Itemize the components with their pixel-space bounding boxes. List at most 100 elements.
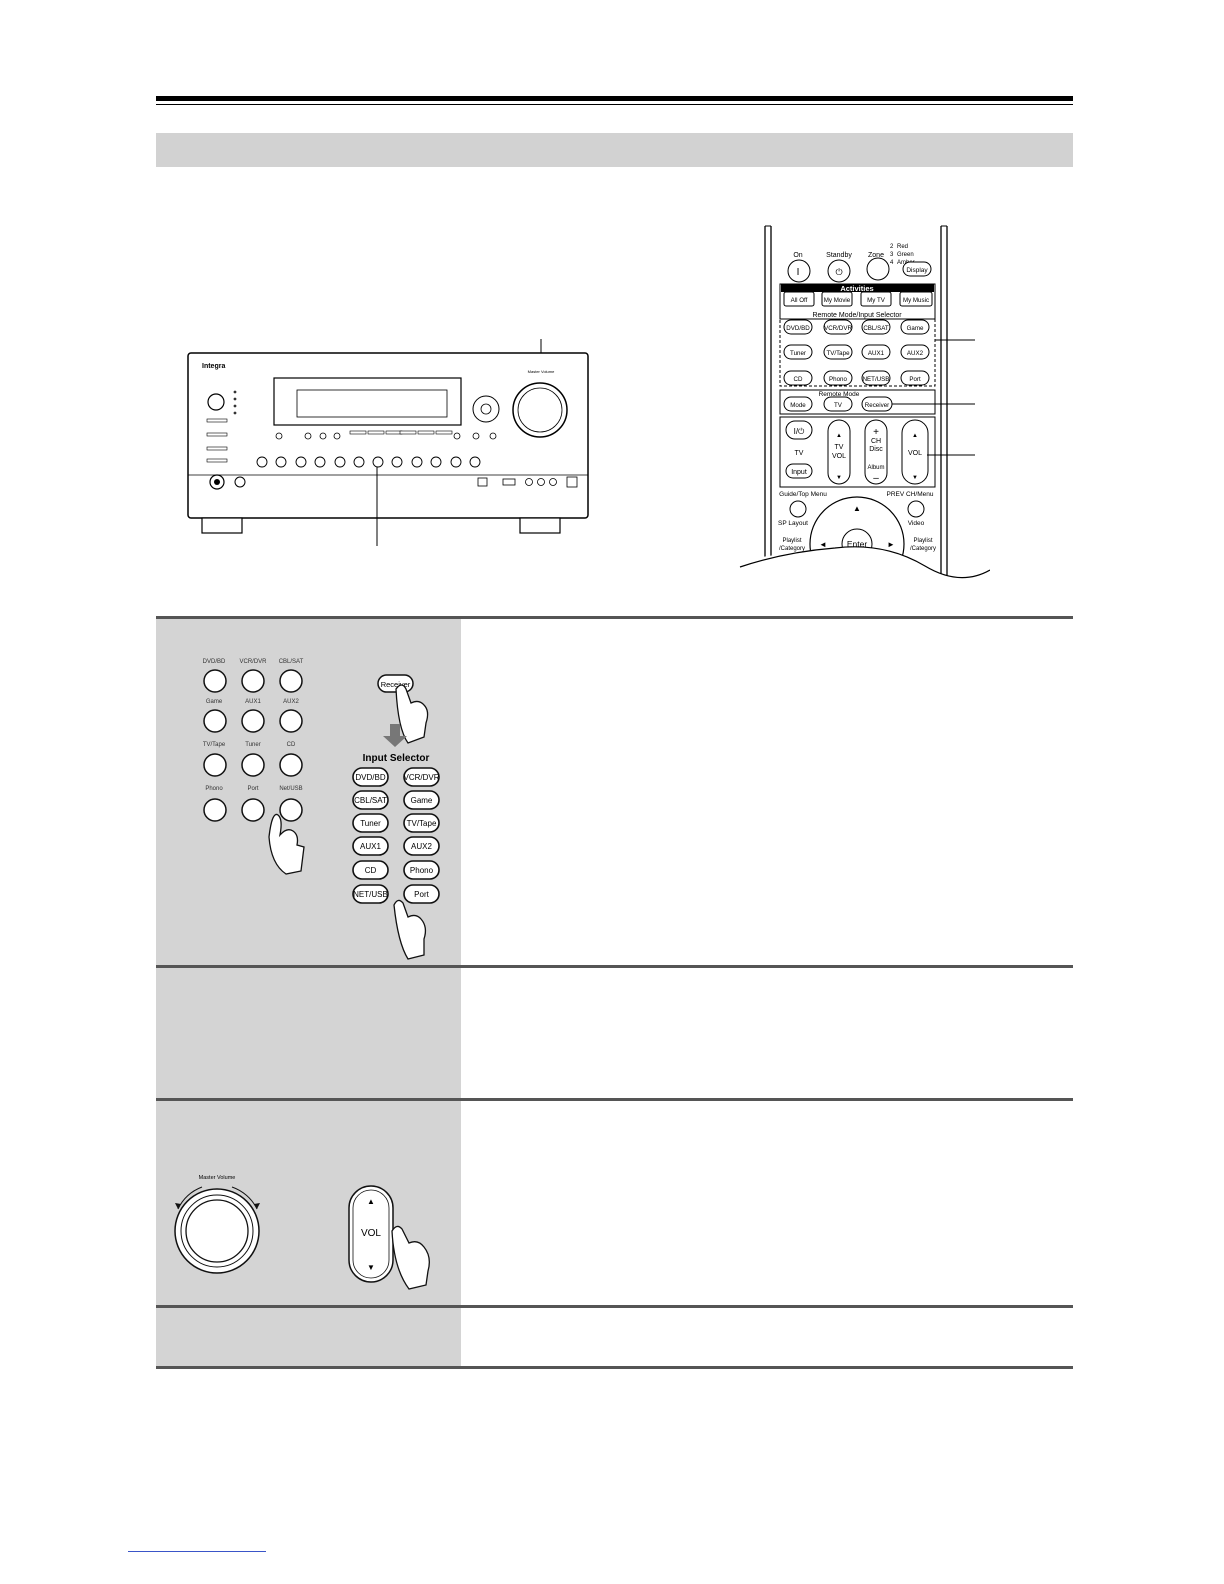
- svg-text:▼: ▼: [367, 1263, 375, 1272]
- svg-text:My TV: My TV: [867, 297, 886, 304]
- step-divider-1: [156, 616, 1073, 619]
- step-divider-5: [156, 1366, 1073, 1369]
- svg-text:I: I: [797, 267, 800, 278]
- step-divider-3: [156, 1098, 1073, 1101]
- svg-text:VOL: VOL: [832, 453, 846, 460]
- svg-text:Phono: Phono: [205, 786, 223, 792]
- svg-text:Game: Game: [411, 796, 433, 805]
- svg-text:TV/Tape: TV/Tape: [203, 742, 226, 748]
- remote-mode-header: Remote Mode: [819, 391, 860, 398]
- svg-text:Port: Port: [909, 376, 921, 383]
- svg-text:CBL/SAT: CBL/SAT: [279, 659, 304, 665]
- step2-panel: [156, 968, 461, 1098]
- svg-text:AUX1: AUX1: [868, 350, 885, 357]
- svg-text:3: 3: [890, 252, 894, 258]
- svg-text:Tuner: Tuner: [790, 350, 806, 357]
- receiver-front-panel-illustration: Integra Master Volume: [187, 339, 589, 546]
- svg-text:AUX2: AUX2: [411, 842, 432, 851]
- svg-text:Green: Green: [897, 252, 914, 258]
- svg-text:DVD/BD: DVD/BD: [786, 325, 810, 332]
- svg-text:Phono: Phono: [829, 376, 847, 383]
- svg-text:I/⏻: I/⏻: [794, 427, 805, 436]
- svg-text:CBL/SAT: CBL/SAT: [354, 796, 387, 805]
- svg-text:AUX1: AUX1: [245, 699, 261, 705]
- svg-text:TV: TV: [835, 444, 844, 451]
- svg-text:Receiver: Receiver: [381, 680, 411, 689]
- remote-standby-label: Standby: [826, 252, 852, 259]
- remote-my-music-button[interactable]: [899, 291, 933, 307]
- svg-text:Port: Port: [247, 786, 258, 792]
- remote-standby-button[interactable]: [827, 259, 851, 283]
- svg-text:Album: Album: [867, 465, 884, 471]
- svg-text:Tuner: Tuner: [360, 819, 381, 828]
- svg-text:SP Layout: SP Layout: [778, 520, 808, 527]
- step4-panel: [156, 1308, 461, 1366]
- svg-text:Game: Game: [907, 325, 924, 332]
- remote-zone-button[interactable]: [866, 257, 890, 281]
- svg-text:AUX2: AUX2: [283, 699, 299, 705]
- step3-illustration: Master Volume ▲ VOL ▼: [174, 1175, 430, 1290]
- svg-text:VCR/DVR: VCR/DVR: [403, 773, 439, 782]
- svg-text:▲: ▲: [853, 504, 861, 513]
- svg-text:DVD/BD: DVD/BD: [203, 659, 226, 665]
- svg-text:/Category: /Category: [779, 546, 805, 552]
- pointing-hand-icon: [268, 813, 305, 875]
- svg-text:TV/Tape: TV/Tape: [826, 350, 850, 357]
- svg-text:NET/USB: NET/USB: [863, 376, 890, 383]
- remote-all-off-button[interactable]: [783, 291, 815, 307]
- section-band: [156, 133, 1073, 167]
- svg-text:▼: ▼: [836, 475, 842, 481]
- vol-label: VOL: [361, 1228, 381, 1239]
- pointing-hand-icon: [395, 684, 429, 744]
- remote-zone-label: Zone: [868, 252, 884, 259]
- remote-activities-header: Activities: [840, 284, 873, 293]
- svg-text:Tuner: Tuner: [245, 742, 260, 748]
- svg-text:CH: CH: [871, 438, 881, 445]
- svg-text:Net/USB: Net/USB: [279, 786, 302, 792]
- header-rule-thin: [156, 104, 1073, 105]
- svg-text:CBL/SAT: CBL/SAT: [863, 325, 889, 332]
- step3-panel: Master Volume ▲ VOL ▼: [156, 1101, 461, 1305]
- svg-text:TV: TV: [834, 402, 843, 409]
- remote-my-movie-button[interactable]: [821, 291, 853, 307]
- step-divider-2: [156, 965, 1073, 968]
- svg-text:Input: Input: [791, 469, 807, 476]
- remote-enter-label: Enter: [847, 539, 867, 549]
- svg-text:/Category: /Category: [910, 546, 936, 552]
- svg-text:▲: ▲: [912, 433, 918, 439]
- svg-text:4: 4: [890, 260, 894, 266]
- remote-section-header: Remote Mode/Input Selector: [812, 312, 902, 319]
- svg-text:TV/Tape: TV/Tape: [407, 819, 437, 828]
- pointing-hand-icon: [393, 899, 427, 960]
- remote-vol-label: VOL: [908, 450, 922, 457]
- pointing-hand-icon: [391, 1225, 430, 1290]
- remote-on-label: On: [793, 252, 802, 259]
- svg-text:AUX2: AUX2: [907, 350, 924, 357]
- remote-display-button[interactable]: [902, 261, 932, 277]
- svg-text:TV: TV: [795, 450, 804, 457]
- receiver-brand: Integra: [202, 363, 225, 370]
- svg-text:Game: Game: [206, 699, 223, 705]
- input-selector-title: Input Selector: [363, 753, 430, 764]
- svg-text:+: +: [873, 427, 879, 438]
- remote-on-button[interactable]: [787, 259, 811, 283]
- svg-text:VCR/DVR: VCR/DVR: [239, 659, 267, 665]
- svg-text:CD: CD: [794, 376, 803, 383]
- svg-text:►: ►: [887, 540, 895, 549]
- svg-text:Disc: Disc: [869, 446, 883, 453]
- svg-text:VCR/DVR: VCR/DVR: [824, 325, 852, 332]
- remote-my-tv-button[interactable]: [860, 291, 892, 307]
- master-volume-label: Master Volume: [199, 1175, 236, 1181]
- svg-text:▲: ▲: [367, 1197, 375, 1206]
- svg-text:–: –: [873, 473, 879, 484]
- footnote-rule: [128, 1551, 266, 1552]
- svg-text:All Off: All Off: [791, 297, 808, 304]
- svg-text:Guide/Top Menu: Guide/Top Menu: [779, 491, 827, 498]
- svg-text:2: 2: [890, 244, 894, 250]
- svg-text:Mode: Mode: [790, 402, 806, 409]
- svg-text:▲: ▲: [836, 433, 842, 439]
- svg-text:CD: CD: [287, 742, 296, 748]
